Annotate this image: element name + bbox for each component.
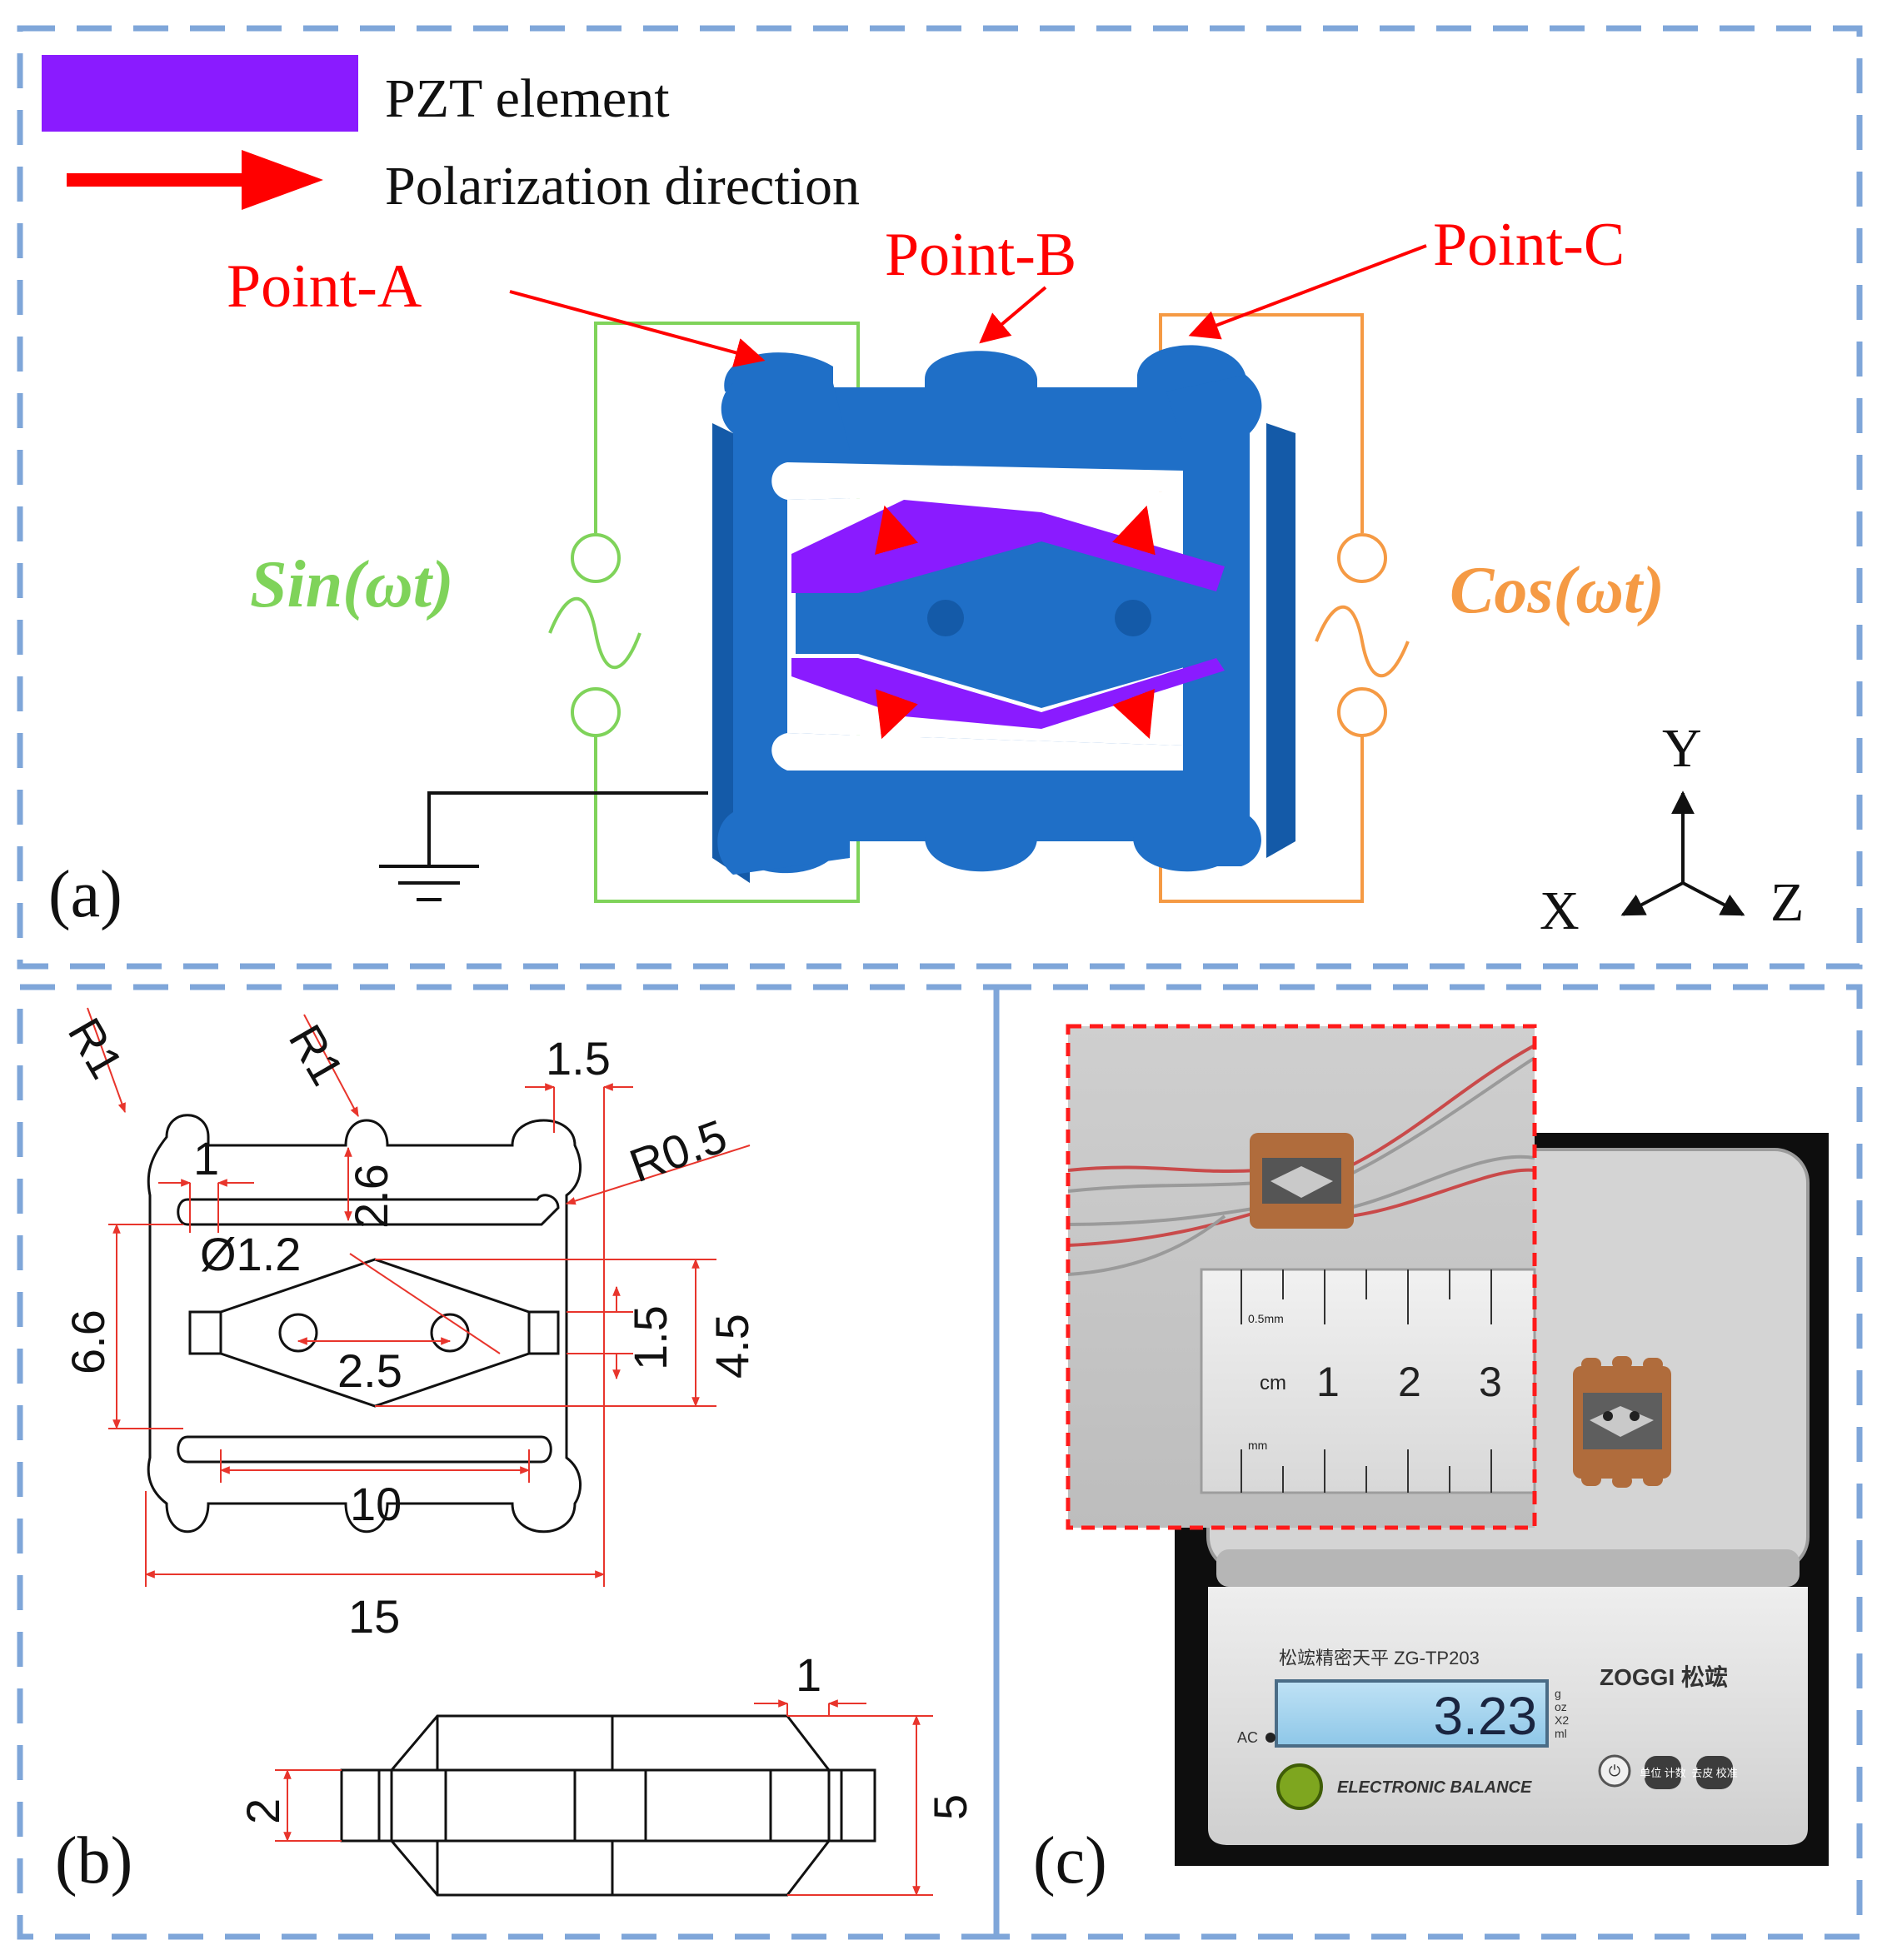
dim-6-6: 6.6 (62, 1309, 114, 1374)
scale-tare-button[interactable] (1696, 1756, 1733, 1789)
ground-icon (379, 791, 708, 901)
panel-c-border (993, 984, 1863, 1940)
scale-lcd (1275, 1679, 1549, 1748)
scale-reading: 3.23 (1433, 1686, 1537, 1746)
scale-tare-button-label: 去皮 校准 (1691, 1767, 1738, 1779)
scale-brand-text: ZOGGI 松竤 (1600, 1664, 1728, 1690)
point-a-label: Point-A (227, 252, 422, 321)
scale-unit-button[interactable] (1645, 1756, 1681, 1789)
dim-1: 1 (193, 1132, 219, 1184)
panel-borders (17, 25, 1863, 1940)
axis-x-label: X (1540, 880, 1580, 941)
legend-pzt-label: PZT element (385, 68, 670, 129)
dim-2-5: 2.5 (337, 1344, 402, 1397)
cos-label: Cos(ωt) (1450, 554, 1665, 627)
inset-photo: 0.5mm cm 1 2 3 mm (1066, 1024, 1537, 1530)
dim-1-5-top: 1.5 (546, 1032, 611, 1085)
svg-text:g: g (1555, 1687, 1561, 1700)
point-c-label: Point-C (1433, 211, 1625, 279)
svg-text:oz: oz (1555, 1700, 1567, 1713)
legend-pzt-swatch (42, 55, 358, 132)
point-b-label: Point-B (885, 221, 1076, 289)
axis-y-label: Y (1662, 718, 1702, 779)
legend-polarization-label: Polarization direction (385, 156, 860, 217)
inset-border (1066, 1024, 1537, 1530)
scale-unit-button-label: 单位 计数 (1640, 1767, 1686, 1779)
svg-text:ml: ml (1555, 1727, 1567, 1740)
power-icon: ⏻ (1609, 1763, 1620, 1779)
side-view-drawing (340, 1714, 876, 1897)
scale-green-button[interactable] (1276, 1763, 1323, 1810)
sin-label: Sin(ωt) (250, 548, 454, 621)
dim-r1-mid: R1 (279, 1016, 354, 1095)
scale-model-text: 松竤精密天平 ZG-TP203 (1279, 1648, 1480, 1668)
dim-2-6: 2.6 (345, 1164, 397, 1229)
dim-10: 10 (350, 1478, 402, 1530)
panel-a: PZT element Polarization direction (42, 55, 1804, 941)
scale-power-button[interactable] (1598, 1754, 1631, 1788)
actuator-3d-model (712, 345, 1295, 883)
ruler-unit-cm: cm (1260, 1372, 1286, 1394)
ruler-unit-top: 0.5mm (1248, 1312, 1284, 1325)
dim-r1-left: R1 (58, 1010, 133, 1088)
ruler-number-3: 3 (1479, 1359, 1502, 1405)
side-dim-1: 1 (796, 1648, 821, 1701)
svg-text:X2: X2 (1555, 1713, 1569, 1727)
dim-1-5-side: 1.5 (624, 1305, 676, 1370)
ruler-number-1: 1 (1316, 1359, 1340, 1405)
drawing-outline (147, 1114, 582, 1534)
ruler-ticks (1241, 1269, 1492, 1493)
ruler-unit-mm: mm (1248, 1439, 1267, 1452)
scale-ac-label: AC (1237, 1729, 1258, 1746)
ruler (1200, 1268, 1536, 1494)
dim-15: 15 (348, 1590, 400, 1643)
panel-a-label: (a) (48, 858, 122, 931)
ruler-number-2: 2 (1398, 1359, 1421, 1405)
dim-dia-1-2: Ø1.2 (200, 1228, 301, 1280)
panel-c-label: (c) (1033, 1824, 1107, 1898)
panel-b: R1 R1 1.5 1 2.6 R0.5 Ø1.2 6.6 1.5 4.5 2.… (55, 1007, 976, 1898)
side-dim-2: 2 (237, 1798, 289, 1824)
dimension-lines (87, 1007, 751, 1587)
scale-units: g oz X2 ml (1555, 1687, 1569, 1740)
coordinate-axes-icon (1620, 790, 1745, 916)
axis-z-label: Z (1770, 872, 1804, 933)
side-dim-5: 5 (924, 1794, 976, 1820)
legend-polarization-arrow-icon (67, 150, 323, 210)
dim-r0-5: R0.5 (623, 1110, 734, 1193)
actuator-on-scale (1573, 1356, 1671, 1488)
panel-a-border (17, 25, 1863, 970)
panel-b-label: (b) (55, 1824, 132, 1898)
dim-4-5: 4.5 (706, 1314, 758, 1379)
panel-c: 松竤精密天平 ZG-TP203 ZOGGI 松竤 3.23 g oz X2 ml… (1033, 1024, 1829, 1898)
scale-electronic-balance-label: ELECTRONIC BALANCE (1337, 1778, 1532, 1797)
